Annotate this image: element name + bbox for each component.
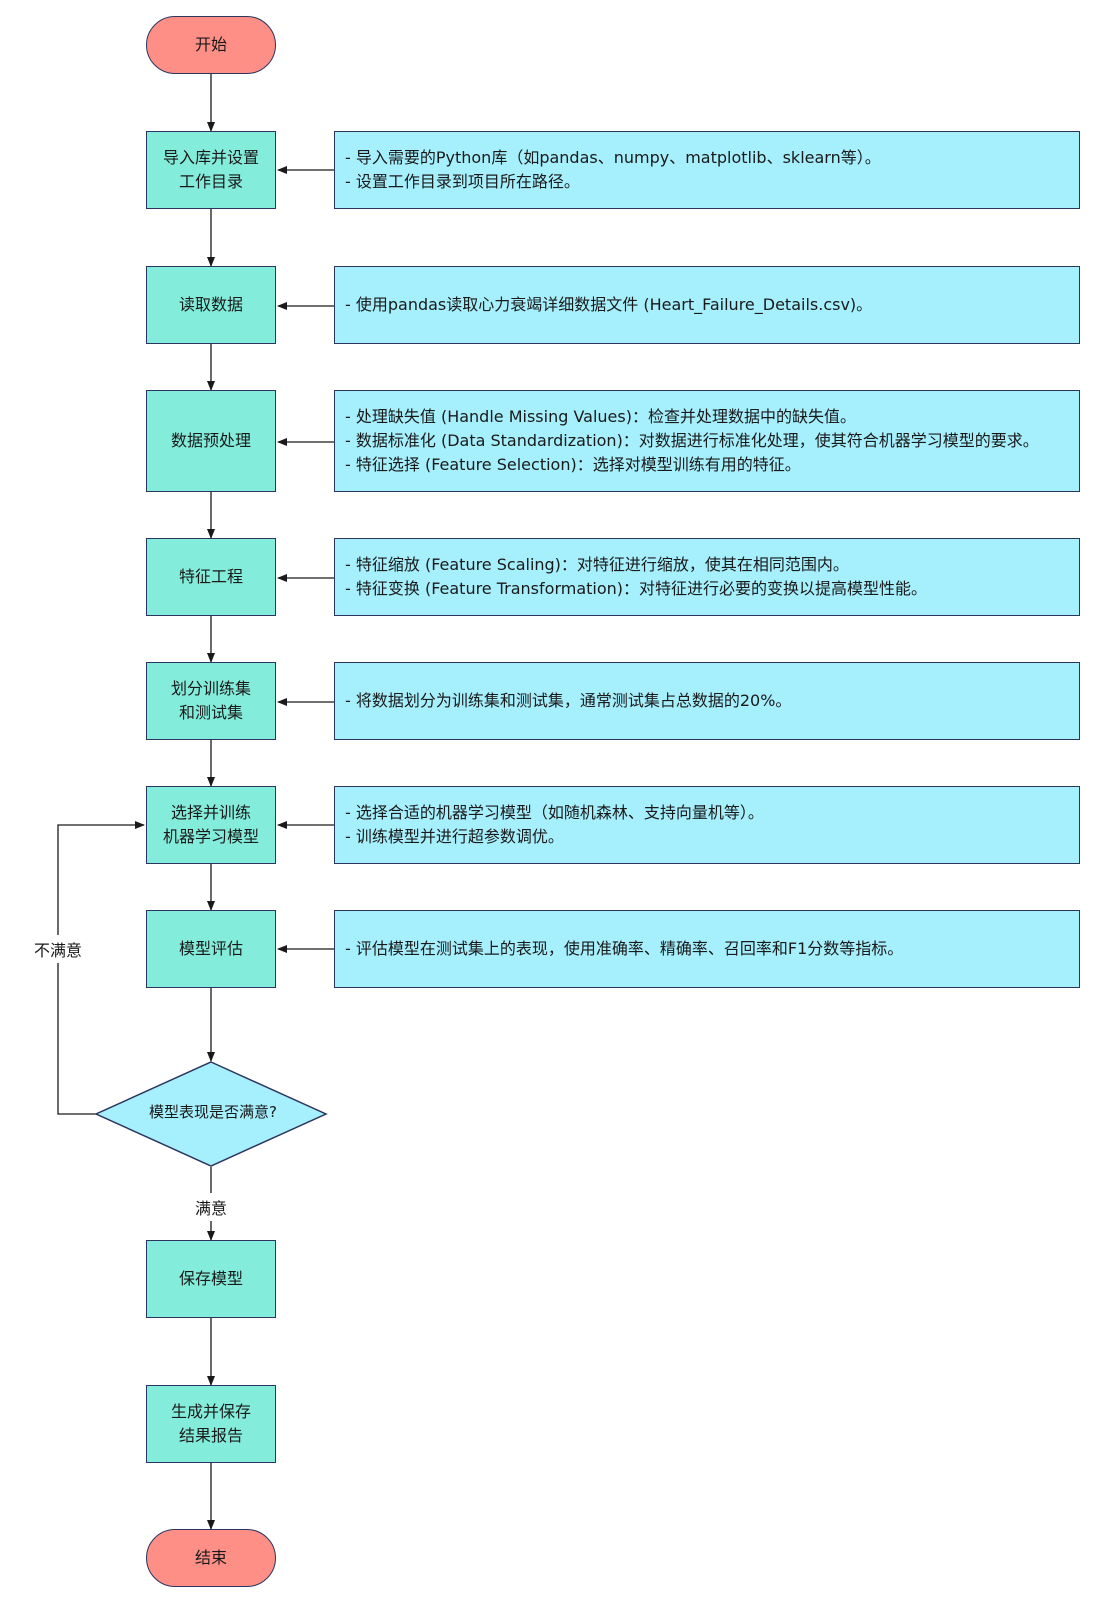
note-line: - 评估模型在测试集上的表现，使用准确率、精确率、召回率和F1分数等指标。 xyxy=(345,939,904,958)
end-node: 结束 xyxy=(146,1529,276,1587)
edge-decision-retrain xyxy=(57,821,145,1115)
note-line: - 特征缩放 (Feature Scaling)：对特征进行缩放，使其在相同范围… xyxy=(345,555,849,574)
step-read-data: 读取数据 xyxy=(146,266,276,344)
step-label: 保存模型 xyxy=(178,1269,243,1288)
note-line: - 导入需要的Python库（如pandas、numpy、matplotlib、… xyxy=(345,148,881,167)
note-preprocess: - 处理缺失值 (Handle Missing Values)：检查并处理数据中… xyxy=(334,390,1080,492)
step-label: 数据预处理 xyxy=(170,431,251,450)
step-label: 导入库并设置 工作目录 xyxy=(162,148,259,191)
step-import-libraries: 导入库并设置 工作目录 xyxy=(146,131,276,209)
step-generate-report: 生成并保存 结果报告 xyxy=(146,1385,276,1463)
step-label: 选择并训练 机器学习模型 xyxy=(162,803,259,846)
note-line: - 使用pandas读取心力衰竭详细数据文件 (Heart_Failure_De… xyxy=(345,295,873,314)
step-save-model: 保存模型 xyxy=(146,1240,276,1318)
note-read-data: - 使用pandas读取心力衰竭详细数据文件 (Heart_Failure_De… xyxy=(334,266,1080,344)
step-label: 特征工程 xyxy=(178,567,243,586)
step-label: 划分训练集 和测试集 xyxy=(170,679,251,722)
note-line: - 数据标准化 (Data Standardization)：对数据进行标准化处… xyxy=(345,431,1039,450)
step-label: 读取数据 xyxy=(178,295,243,314)
note-line: - 设置工作目录到项目所在路径。 xyxy=(345,172,580,191)
start-label: 开始 xyxy=(194,35,227,54)
decision-diamond xyxy=(94,1061,328,1167)
step-split-data: 划分训练集 和测试集 xyxy=(146,662,276,740)
yes-branch-label: 满意 xyxy=(195,1193,228,1221)
note-line: - 特征变换 (Feature Transformation)：对特征进行必要的… xyxy=(345,579,928,598)
decision-label: 模型表现是否满意? xyxy=(149,1103,277,1121)
end-label: 结束 xyxy=(194,1548,227,1567)
step-train-model: 选择并训练 机器学习模型 xyxy=(146,786,276,864)
step-label: 模型评估 xyxy=(178,939,243,958)
note-line: - 选择合适的机器学习模型（如随机森林、支持向量机等）。 xyxy=(345,803,764,822)
step-evaluate: 模型评估 xyxy=(146,910,276,988)
note-line: - 将数据划分为训练集和测试集，通常测试集占总数据的20%。 xyxy=(345,691,792,710)
note-import-libraries: - 导入需要的Python库（如pandas、numpy、matplotlib、… xyxy=(334,131,1080,209)
step-preprocess: 数据预处理 xyxy=(146,390,276,492)
step-label: 生成并保存 结果报告 xyxy=(170,1402,251,1445)
note-feature-engineering: - 特征缩放 (Feature Scaling)：对特征进行缩放，使其在相同范围… xyxy=(334,538,1080,616)
note-line: - 特征选择 (Feature Selection)：选择对模型训练有用的特征。 xyxy=(345,455,801,474)
start-node: 开始 xyxy=(146,16,276,74)
step-feature-engineering: 特征工程 xyxy=(146,538,276,616)
note-split-data: - 将数据划分为训练集和测试集，通常测试集占总数据的20%。 xyxy=(334,662,1080,740)
note-evaluate: - 评估模型在测试集上的表现，使用准确率、精确率、召回率和F1分数等指标。 xyxy=(334,910,1080,988)
note-line: - 处理缺失值 (Handle Missing Values)：检查并处理数据中… xyxy=(345,407,856,426)
note-train-model: - 选择合适的机器学习模型（如随机森林、支持向量机等）。 - 训练模型并进行超参… xyxy=(334,786,1080,864)
no-branch-label: 不满意 xyxy=(34,935,83,963)
note-line: - 训练模型并进行超参数调优。 xyxy=(345,827,564,846)
